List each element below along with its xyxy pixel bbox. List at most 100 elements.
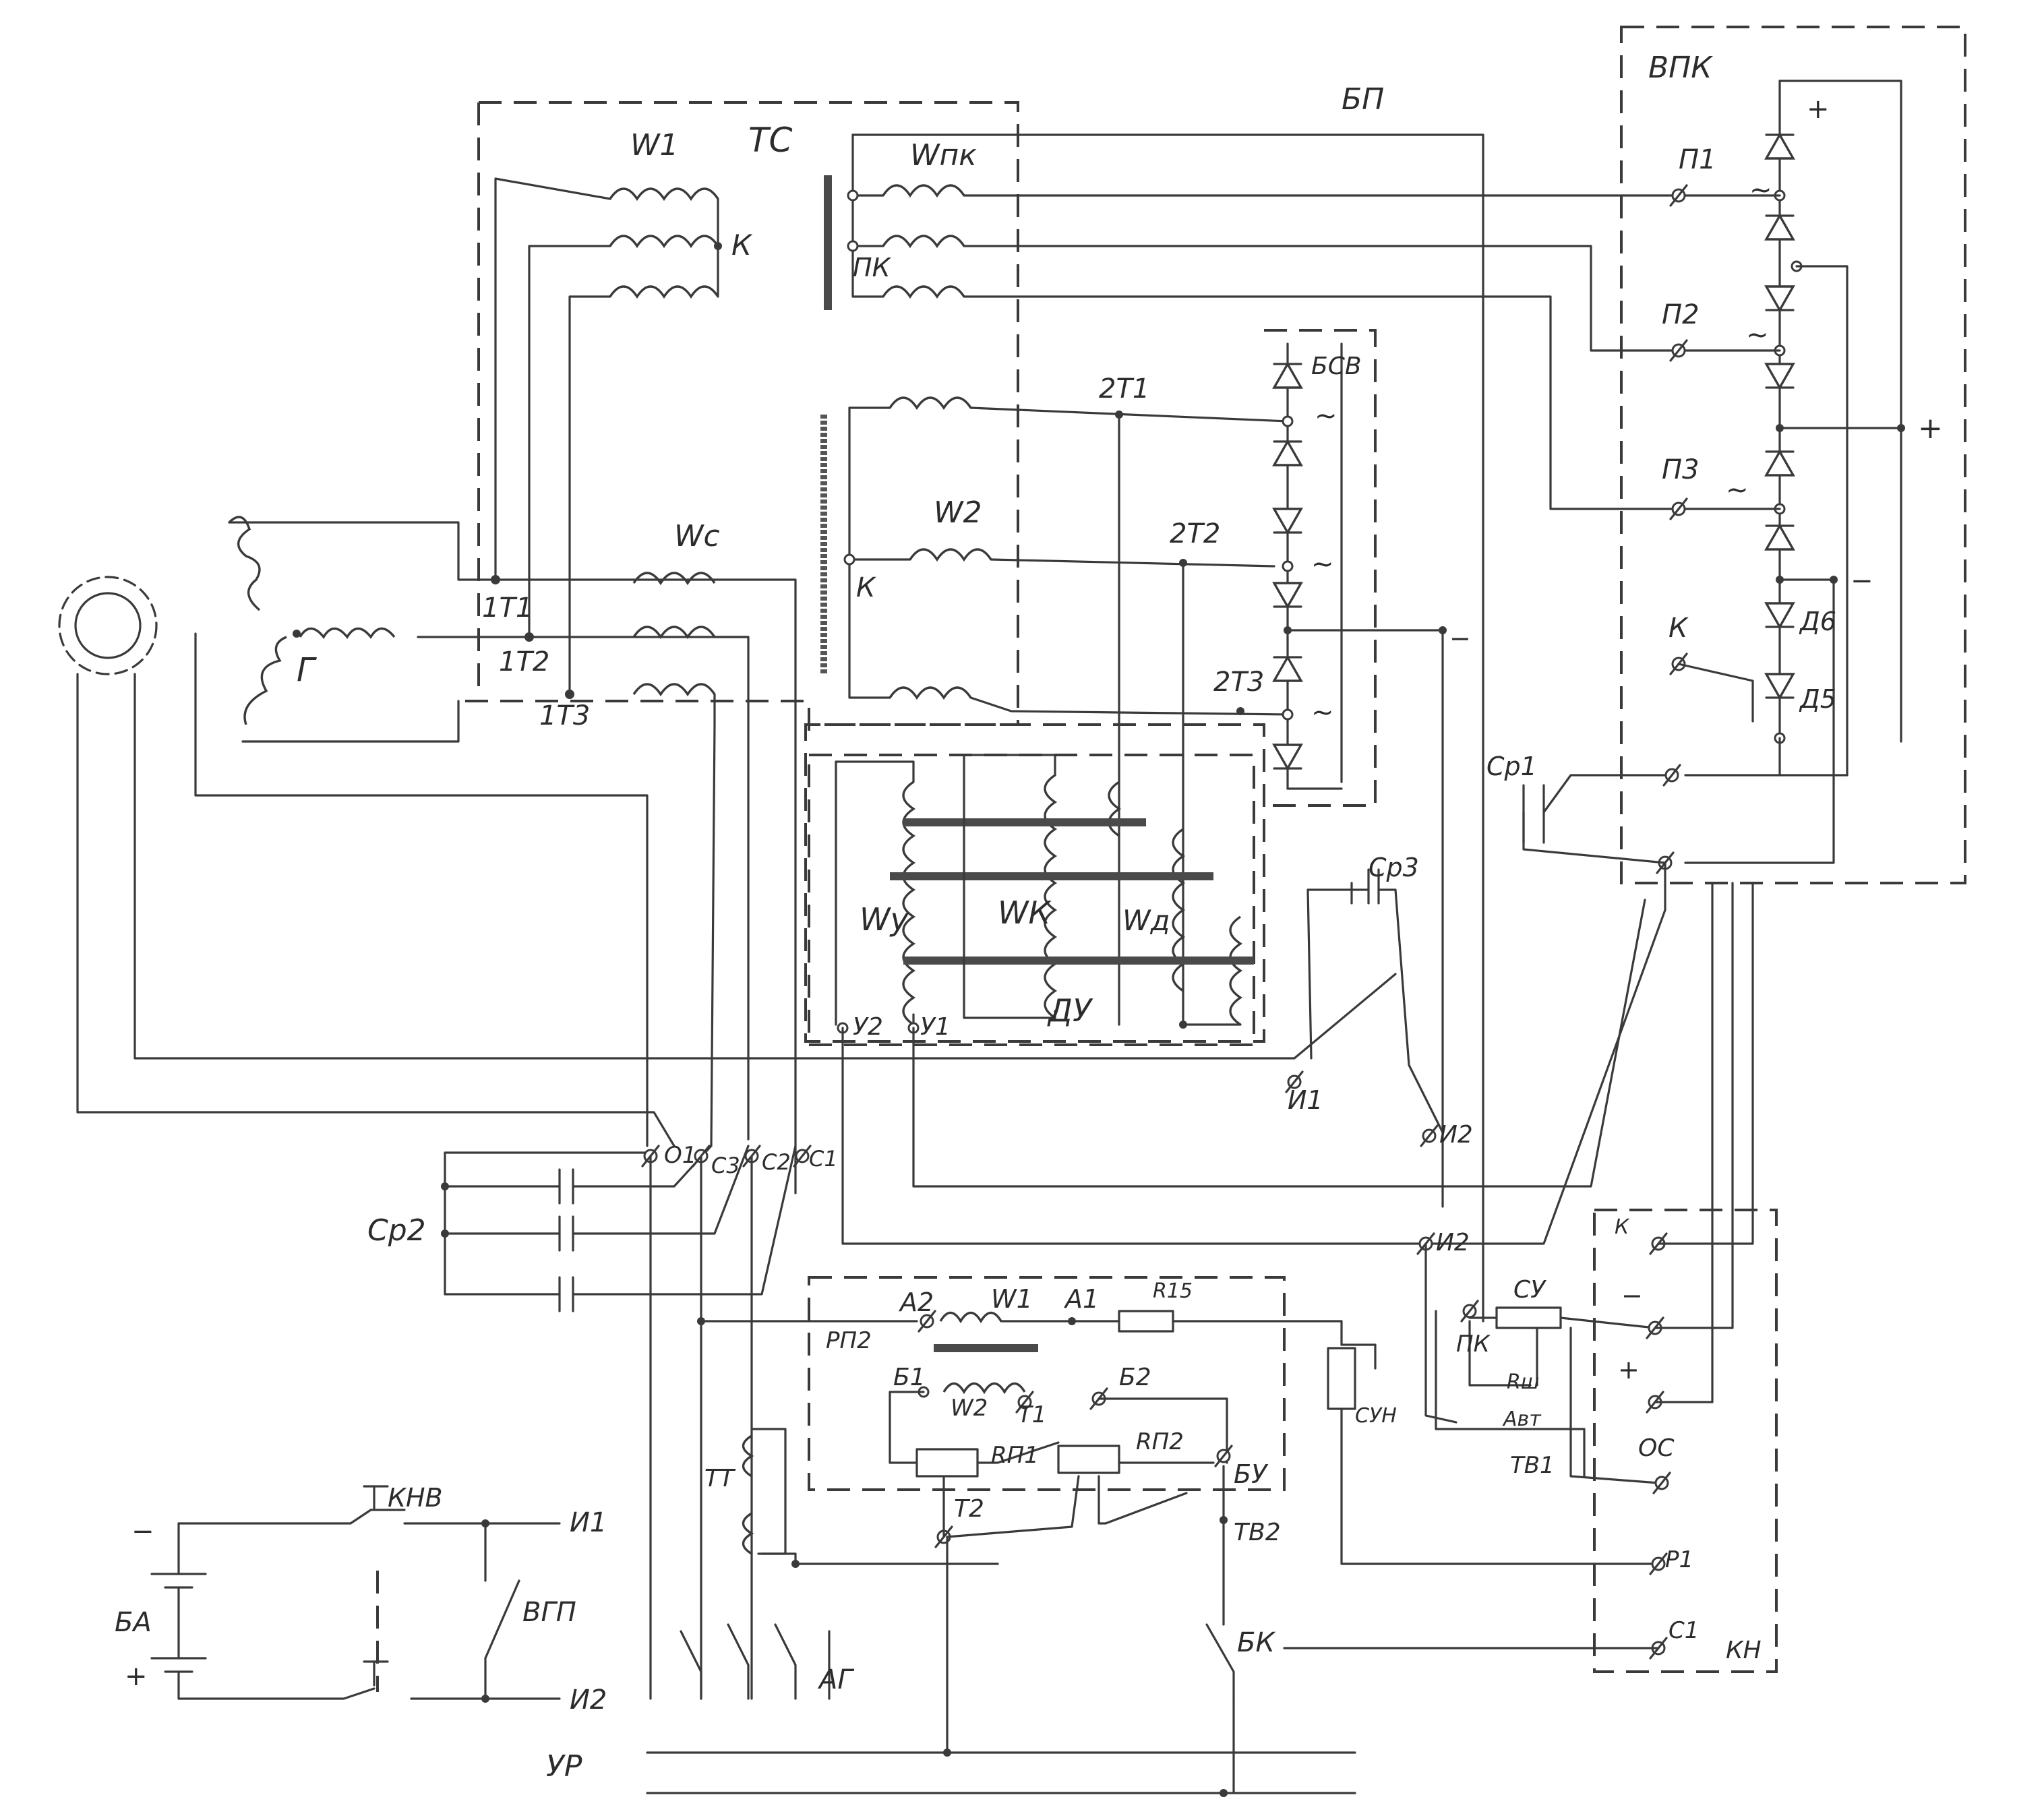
label-i1: И1 (1288, 1085, 1323, 1115)
label-k-kn: К (1615, 1215, 1630, 1239)
sr1-capacitor (1522, 774, 1666, 864)
du-amplifier (835, 754, 1666, 1245)
label-1t3: 1Т3 (539, 700, 590, 731)
label-wk: WК (998, 894, 1052, 931)
label-ts: ТС (748, 121, 793, 160)
label-ba: БА (115, 1607, 152, 1638)
label-knv: КНВ (388, 1483, 443, 1513)
wpk-transformer (824, 133, 1680, 1323)
label-c2: С2 (762, 1149, 791, 1175)
label-rpi2: RП2 (1136, 1428, 1184, 1455)
label-vpk: ВПК (1648, 51, 1713, 85)
label-gen: Г (297, 651, 317, 689)
label-p1: П1 (1679, 144, 1716, 175)
label-ag: АГ (817, 1664, 854, 1695)
sign-ac-p2: ~ (1746, 320, 1769, 351)
su-kn-block (1283, 882, 1754, 1660)
sign-ac-p1: ~ (1749, 175, 1772, 206)
label-t2: Т2 (954, 1495, 984, 1523)
battery-circuit (150, 1485, 561, 1703)
tt-transformer (742, 1428, 999, 1568)
label-2t2: 2Т2 (1170, 518, 1220, 549)
label-r1: Р1 (1665, 1546, 1693, 1573)
sign-minus-battery: − (131, 1516, 154, 1547)
label-i1b: И1 (570, 1507, 607, 1538)
label-w1: W1 (630, 128, 679, 162)
label-k-top: К (731, 229, 753, 262)
ag-switch (680, 1623, 831, 1700)
label-avt: Авт (1502, 1407, 1542, 1431)
sign-minus-kn: − (1621, 1281, 1643, 1310)
sign-ac-bsv1: ~ (1315, 400, 1337, 431)
vpk-rectifier (1677, 80, 1905, 864)
label-i2b: И2 (1436, 1229, 1470, 1256)
label-tt: ТТ (704, 1465, 736, 1492)
label-p3: П3 (1662, 454, 1700, 485)
label-bu: БУ (1234, 1459, 1269, 1489)
label-d6: Д6 (1799, 607, 1836, 636)
sign-plus-kn: + (1618, 1355, 1640, 1385)
label-p2: П2 (1662, 299, 1700, 330)
label-1t2: 1Т2 (499, 646, 549, 677)
label-o1: О1 (664, 1142, 696, 1169)
label-d5: Д5 (1799, 684, 1836, 714)
vpk-terminals (1656, 184, 1754, 874)
sign-ac-bsv3: ~ (1311, 697, 1334, 728)
label-wy: Wу (860, 901, 909, 938)
sign-plus-vpk-top: + (1807, 94, 1830, 125)
label-w1b: W1 (991, 1284, 1033, 1314)
w2-transformer (820, 396, 1289, 1026)
label-rpi1: RП1 (991, 1442, 1039, 1469)
label-rp2: РП2 (826, 1327, 872, 1354)
label-kn: КН (1726, 1637, 1762, 1664)
o-c-terminals (641, 1145, 812, 1700)
sign-minus-bsv: − (1449, 624, 1471, 653)
label-b1: Б1 (893, 1364, 926, 1391)
label-du: ДУ (1047, 992, 1093, 1029)
label-w2: W2 (934, 495, 982, 530)
label-bk: БК (1237, 1627, 1275, 1658)
label-rsh: Rш (1507, 1370, 1539, 1394)
generator-windings (228, 516, 396, 725)
label-t1: Т1 (1018, 1401, 1046, 1428)
label-pk: ПК (853, 253, 892, 282)
label-c1: С1 (809, 1146, 838, 1172)
ur-bus (646, 1536, 1356, 1797)
label-a2: А2 (898, 1287, 934, 1317)
i-terminals (1285, 1070, 1457, 1424)
generator-wiring (76, 521, 1397, 1194)
label-i2a: И2 (1439, 1121, 1473, 1149)
generator-symbol (58, 576, 158, 675)
label-w2b: W2 (951, 1395, 988, 1422)
label-tv2: ТВ2 (1234, 1519, 1281, 1546)
label-sr3: Ср3 (1369, 853, 1419, 882)
label-y2: У2 (853, 1013, 883, 1041)
label-b2: Б2 (1119, 1364, 1151, 1391)
cp2-capacitor-bank (441, 1145, 797, 1312)
label-su: СУ (1513, 1276, 1546, 1304)
label-tv1: ТВ1 (1510, 1452, 1555, 1479)
label-1t1: 1Т1 (482, 593, 533, 624)
label-wc: Wс (674, 519, 720, 553)
label-r15: R15 (1153, 1279, 1193, 1303)
sign-plus-battery: + (125, 1661, 148, 1692)
label-c1b: С1 (1669, 1617, 1699, 1644)
label-sr1: Ср1 (1486, 752, 1537, 781)
label-suh: СУН (1355, 1404, 1397, 1428)
label-k-w2: К (856, 572, 876, 603)
labels: ТС БП ВПК W1 К Wпк ПК БСВ 2Т1 W2 2Т2 2Т3… (115, 51, 1943, 1784)
label-bp: БП (1342, 82, 1384, 117)
label-ur: УР (546, 1749, 582, 1784)
label-os: ОС (1638, 1434, 1675, 1462)
bk-switch (1205, 1603, 1235, 1700)
label-vgp: ВГП (522, 1597, 576, 1628)
sr3-capacitor (1306, 868, 1444, 1134)
bsv-rectifier (1272, 342, 1447, 1208)
sign-plus-vpk-right: + (1918, 411, 1943, 446)
ts-transformer (491, 177, 750, 1147)
label-wpk: Wпк (910, 138, 977, 173)
label-a1: А1 (1063, 1284, 1099, 1314)
unit-boundaries (376, 26, 1966, 1692)
rp2-relay-block (697, 1310, 1660, 1606)
label-2t3: 2Т3 (1213, 667, 1264, 698)
